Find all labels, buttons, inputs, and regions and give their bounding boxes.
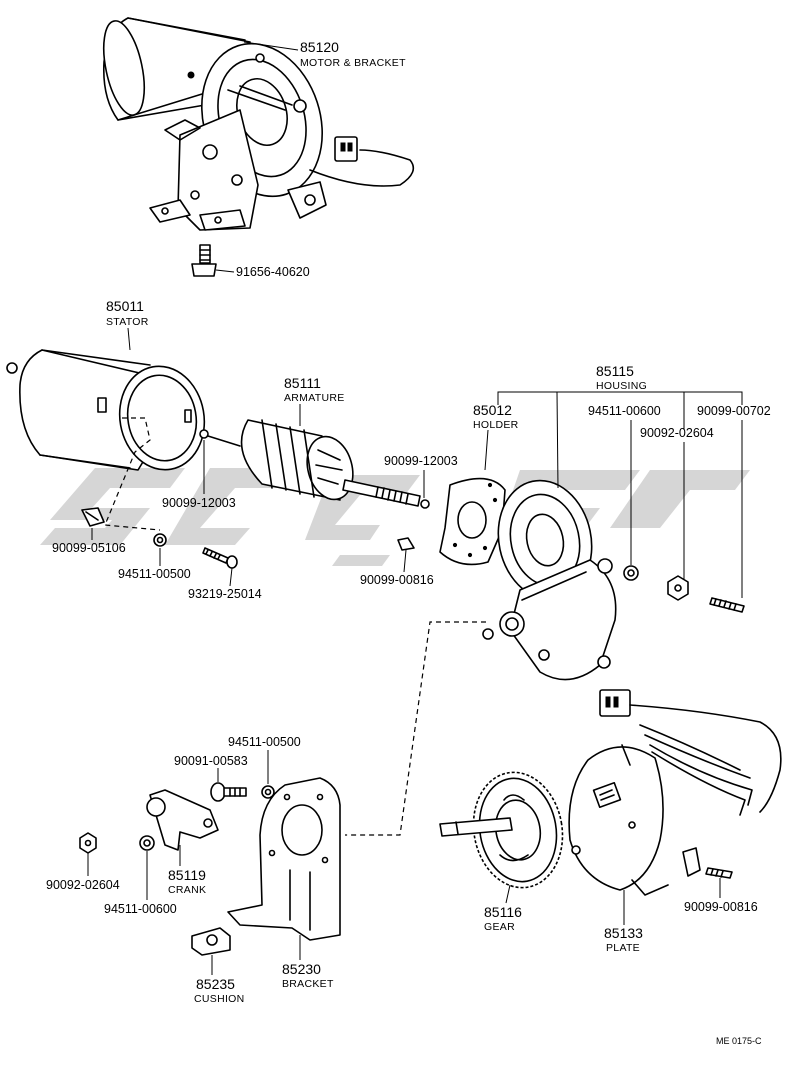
washer-crank-top-number: 94511-00500 [228, 735, 301, 749]
motor-bracket-assembly [102, 17, 415, 277]
plate [568, 744, 669, 896]
clip-90099-05106 [81, 507, 105, 527]
clip-plate-number: 90099-00816 [684, 900, 758, 914]
diagram-code: ME 0175-C [716, 1036, 762, 1046]
washer-94511-00600-housing [623, 565, 639, 581]
stator-number: 85011 [106, 298, 144, 314]
holder [439, 477, 506, 566]
stator-name: STATOR [106, 316, 149, 328]
watermark-logo [40, 468, 750, 566]
screw-stator-number: 93219-25014 [188, 587, 262, 601]
housing [482, 479, 617, 681]
gear-number: 85116 [484, 904, 522, 920]
washer-housing-number: 94511-00600 [588, 404, 661, 418]
armature [199, 419, 430, 509]
clip-90099-00816-plate [682, 847, 733, 879]
armature-name: ARMATURE [284, 392, 345, 404]
stator [6, 349, 206, 531]
screw-93219-25014 [202, 547, 238, 569]
holder-number: 85012 [473, 402, 512, 418]
housing-number: 85115 [596, 363, 634, 379]
bolt-crank-number: 90091-00583 [174, 754, 248, 768]
crank-name: CRANK [168, 884, 206, 896]
armature-number: 85111 [284, 375, 321, 391]
housing-leader-bracket [497, 391, 743, 598]
plate-name: PLATE [606, 942, 640, 954]
gear-name: GEAR [484, 921, 515, 933]
motor-bracket-name: MOTOR & BRACKET [300, 57, 406, 69]
motor-bracket-number: 85120 [300, 39, 339, 55]
ball-right-number: 90099-12003 [384, 454, 458, 468]
clip-stator-number: 90099-05106 [52, 541, 126, 555]
bolt-90091-00583 [210, 782, 247, 802]
screw-90099-00702 [709, 597, 745, 613]
plate-connector-wires [599, 689, 782, 816]
washer-94511-00600-crank [139, 835, 155, 851]
nut-90092-02604-housing [667, 575, 689, 601]
washer-94511-00500-stator [153, 533, 167, 547]
nut-housing-number: 90092-02604 [640, 426, 714, 440]
bracket-name: BRACKET [282, 978, 334, 990]
cushion [191, 927, 231, 956]
washer-94511-00500-crank [261, 785, 275, 799]
nut-crank-number: 90092-02604 [46, 878, 120, 892]
bracket-number: 85230 [282, 961, 321, 977]
plate-number: 85133 [604, 925, 643, 941]
housing-name: HOUSING [596, 380, 647, 392]
crank [146, 789, 219, 851]
gear [439, 771, 564, 889]
clip-90099-00816-holder [397, 537, 415, 551]
cushion-name: CUSHION [194, 993, 245, 1005]
bracket [227, 777, 341, 941]
crank-number: 85119 [168, 867, 206, 883]
washer-crank-number: 94511-00600 [104, 902, 177, 916]
washer-stator-number: 94511-00500 [118, 567, 191, 581]
nut-90092-02604-crank [79, 832, 97, 854]
screw-housing-number: 90099-00702 [697, 404, 771, 418]
holder-name: HOLDER [473, 419, 519, 431]
ball-left-number: 90099-12003 [162, 496, 236, 510]
cushion-number: 85235 [196, 976, 235, 992]
clip-holder-number: 90099-00816 [360, 573, 434, 587]
assembly-link-line [345, 621, 486, 836]
bolt-top-number: 91656-40620 [236, 265, 310, 279]
